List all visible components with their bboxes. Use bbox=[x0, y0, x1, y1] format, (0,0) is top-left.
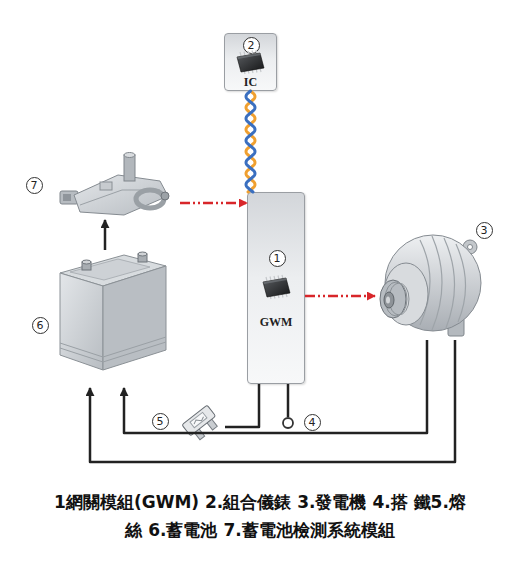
fuse-illustration bbox=[182, 405, 216, 436]
ic-chip-icon bbox=[237, 50, 264, 74]
battery-sensor-illustration bbox=[136, 190, 164, 208]
battery-sensor-illustration bbox=[100, 182, 112, 190]
battery-illustration bbox=[138, 252, 147, 256]
callout-number: 1 bbox=[269, 250, 286, 267]
battery-sensor-illustration bbox=[74, 175, 168, 215]
alternator-illustration bbox=[420, 236, 466, 330]
battery-sensor-illustration bbox=[80, 190, 160, 205]
ground-point: 4 bbox=[282, 417, 322, 429]
battery-sensor-illustration bbox=[124, 155, 135, 181]
alternator-illustration bbox=[463, 240, 477, 254]
alternator-illustration bbox=[444, 238, 455, 328]
alternator-illustration bbox=[432, 236, 442, 330]
ic-chip-icon bbox=[237, 50, 264, 74]
figure-caption: 1網關模組(GWM) 2.組合儀錶 3.發電機 4.搭 鐵5.熔絲 6.蓄電池 … bbox=[0, 488, 520, 544]
gwm-chip-icon bbox=[263, 275, 290, 299]
signal-arrow bbox=[305, 295, 375, 298]
wire-arrow bbox=[124, 340, 427, 433]
battery-illustration bbox=[103, 337, 166, 357]
can-bus-twisted-pair bbox=[246, 91, 255, 192]
alternator-illustration bbox=[385, 235, 481, 331]
module-label: GWM bbox=[248, 315, 304, 329]
ground-wire bbox=[288, 384, 289, 417]
callout-number: 2 bbox=[243, 37, 260, 54]
battery-illustration bbox=[103, 266, 166, 370]
wire-arrow bbox=[90, 340, 455, 462]
callout-number: 4 bbox=[304, 414, 321, 431]
battery-sensor-illustration bbox=[63, 194, 71, 201]
battery-sensor-illustration bbox=[124, 153, 135, 158]
alternator: 3 bbox=[375, 218, 497, 340]
wire-arrow bbox=[105, 220, 106, 250]
battery-illustration bbox=[70, 259, 150, 280]
alternator-illustration bbox=[448, 318, 464, 336]
alternator-illustration bbox=[389, 283, 409, 315]
fuse: 5 bbox=[150, 405, 225, 440]
battery-illustration bbox=[60, 252, 166, 370]
alternator-illustration bbox=[384, 263, 428, 325]
battery-illustration bbox=[60, 348, 103, 362]
gateway-module-box: 1GWM bbox=[247, 192, 305, 384]
fuse-illustration bbox=[206, 418, 217, 430]
alternator-illustration bbox=[420, 240, 430, 325]
ic-box: 2IC bbox=[224, 33, 277, 91]
battery-illustration bbox=[82, 260, 91, 264]
alternator-illustration bbox=[380, 280, 406, 318]
battery-illustration bbox=[60, 255, 166, 286]
battery-sensor-illustration bbox=[161, 192, 169, 200]
fuse-illustration bbox=[182, 405, 221, 443]
fuse-illustration bbox=[190, 412, 207, 427]
signal-arrow bbox=[305, 296, 375, 297]
ground-ring-symbol bbox=[283, 418, 293, 428]
wire-arrow bbox=[104, 220, 107, 250]
bus-wire bbox=[246, 91, 255, 192]
battery-sensor-illustration bbox=[60, 153, 169, 216]
battery-illustration bbox=[60, 343, 103, 357]
ground-ring-symbol bbox=[283, 418, 293, 428]
callout-number: 6 bbox=[32, 317, 49, 334]
ground-wire bbox=[287, 384, 290, 417]
alternator-illustration bbox=[468, 245, 473, 250]
battery-illustration bbox=[82, 262, 91, 270]
signal-arrow bbox=[180, 202, 247, 205]
alternator-illustration bbox=[384, 292, 394, 308]
callout-number: 5 bbox=[152, 413, 169, 430]
alternator-illustration bbox=[385, 282, 407, 316]
battery-illustration bbox=[60, 273, 103, 370]
alternator-illustration bbox=[386, 297, 390, 304]
alternator-illustration bbox=[456, 244, 466, 322]
gwm-chip-icon bbox=[263, 275, 290, 299]
wire bbox=[225, 384, 259, 427]
fuse-illustration bbox=[193, 415, 205, 426]
battery-illustration bbox=[103, 342, 166, 362]
battery-illustration bbox=[138, 254, 147, 262]
signal-arrow bbox=[180, 203, 247, 204]
alternator-illustration bbox=[380, 235, 481, 336]
battery-sensor-module: 7 bbox=[25, 140, 180, 220]
wire-arrow bbox=[124, 340, 427, 433]
battery-sensor-illustration bbox=[60, 191, 78, 204]
wire-arrow bbox=[90, 340, 455, 462]
battery: 6 bbox=[30, 250, 168, 388]
battery-illustration bbox=[60, 337, 166, 362]
callout-number: 7 bbox=[26, 177, 43, 194]
alternator-illustration bbox=[385, 282, 409, 316]
callout-number: 3 bbox=[476, 222, 493, 239]
bus-wire bbox=[246, 91, 255, 192]
fuse-illustration bbox=[194, 428, 205, 440]
module-label: IC bbox=[225, 75, 276, 89]
wire bbox=[225, 384, 259, 427]
